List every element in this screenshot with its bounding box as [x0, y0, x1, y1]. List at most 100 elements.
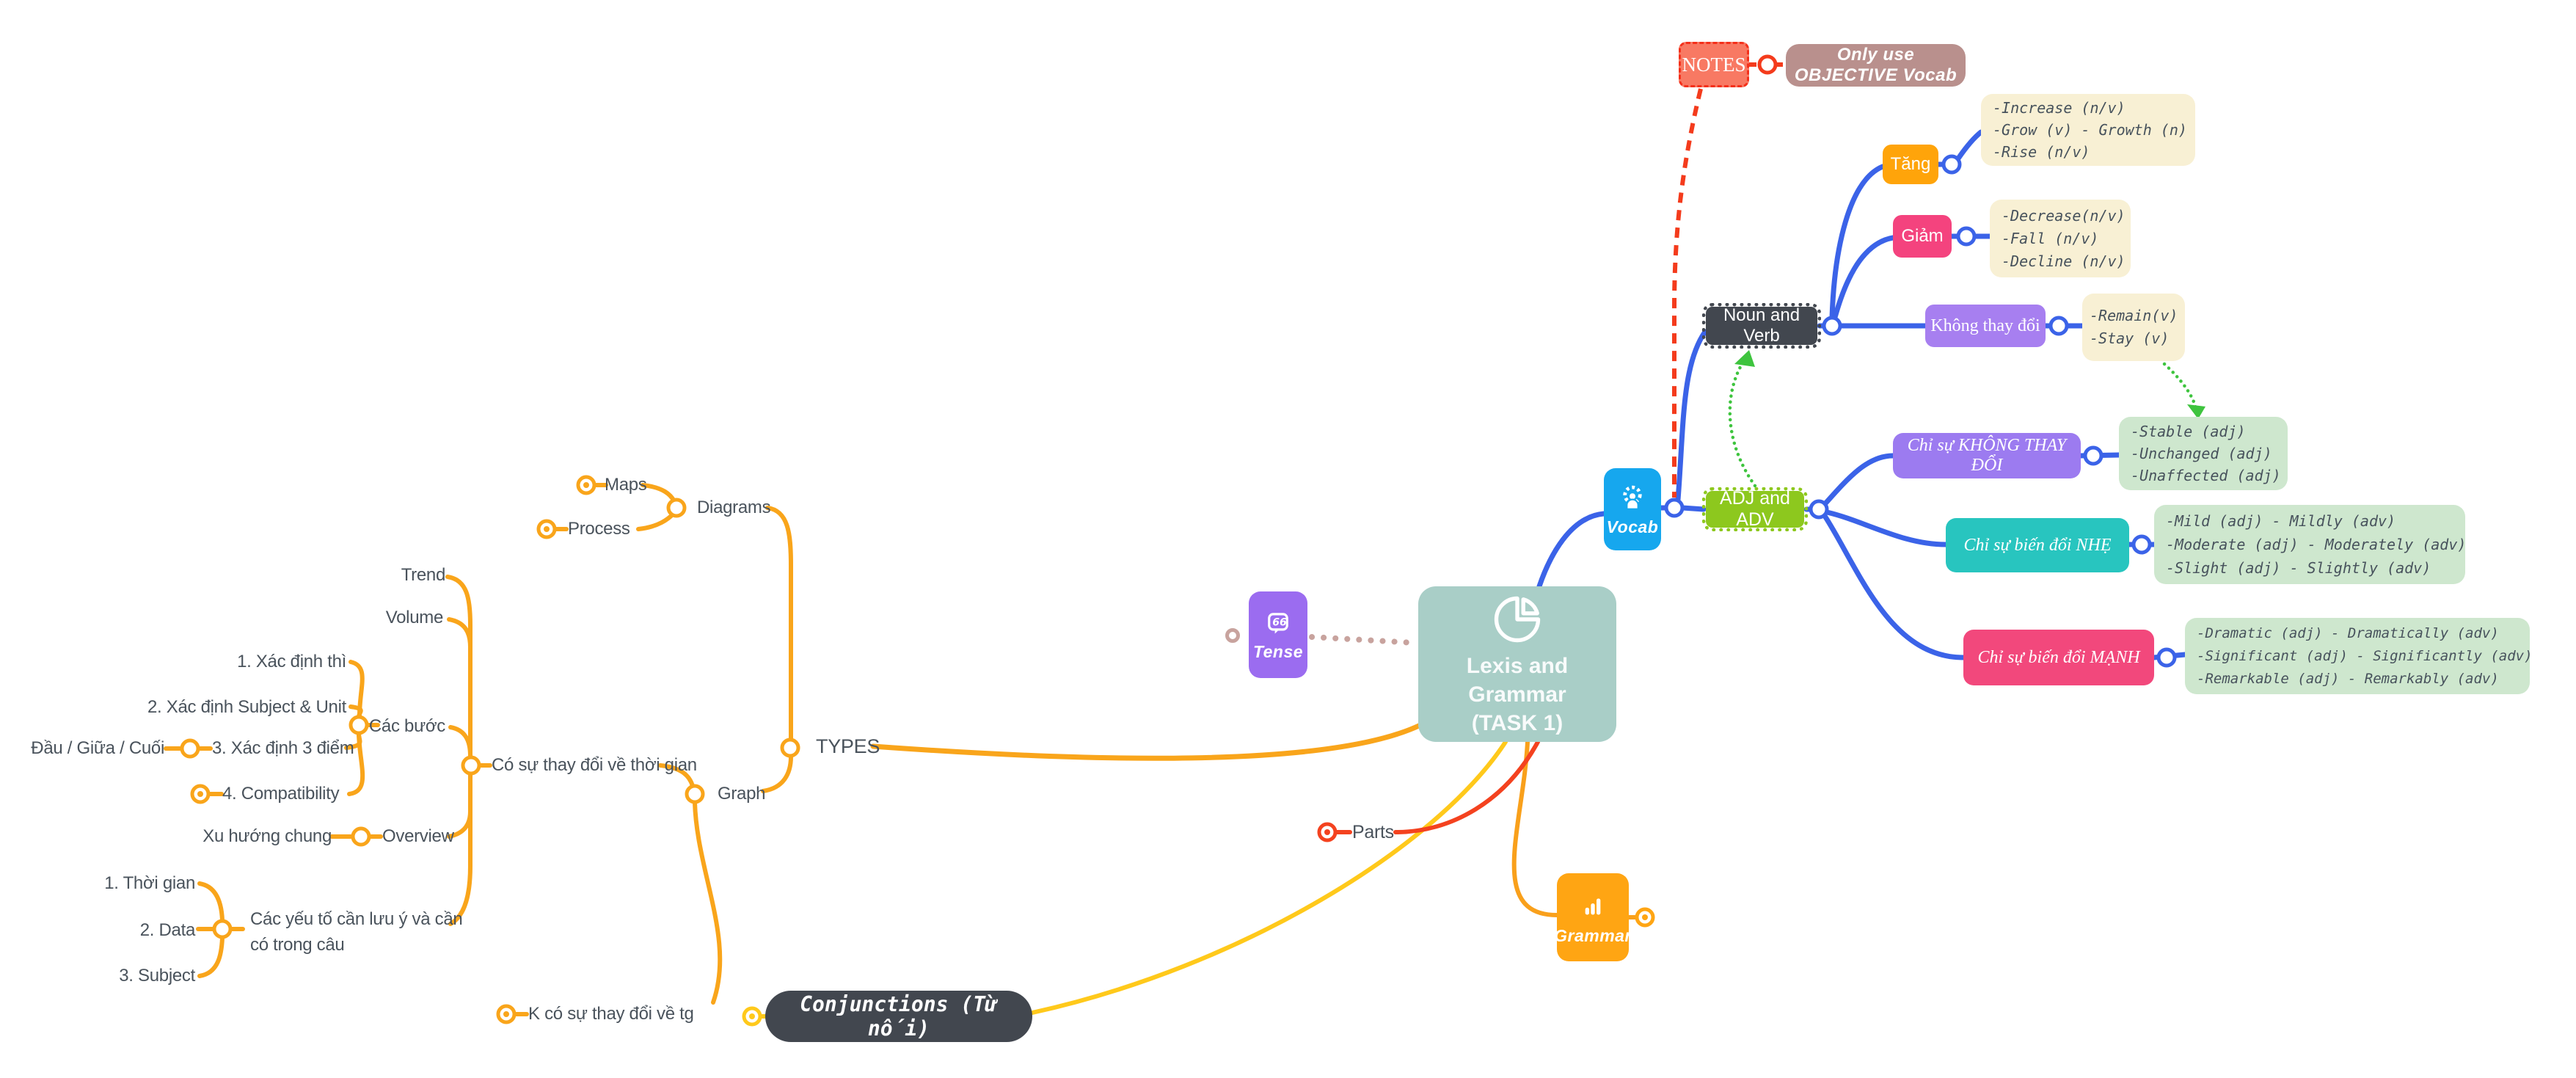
khong-thay-doi-label: Không thay đổi	[1930, 316, 2040, 335]
vocab-line: -Stable (adj)	[2131, 423, 2246, 440]
vocab-line: -Grow (v) - Growth (n)	[1993, 121, 2187, 139]
connector-notes[interactable]	[1757, 54, 1778, 75]
label-step1[interactable]: 1. Xác định thì	[237, 652, 346, 671]
vocab-line: -Slight (adj) - Slightly (adv)	[2166, 559, 2431, 577]
label-overview[interactable]: Overview	[382, 826, 454, 846]
label-graph[interactable]: Graph	[718, 784, 766, 804]
label-step4[interactable]: 4. Compatibility	[222, 784, 340, 804]
vocab-line: -Fall (n/v)	[2002, 229, 2099, 247]
objective-vocab-node[interactable]: Only use OBJECTIVE Vocab	[1786, 44, 1966, 87]
giam-label: Giảm	[1901, 226, 1944, 246]
label-step2[interactable]: 2. Xác định Subject & Unit	[147, 697, 346, 717]
label-parts[interactable]: Parts	[1352, 822, 1394, 842]
connector-tang[interactable]	[1941, 154, 1962, 175]
label-k-co-su-thay-doi[interactable]: K có sự thay đổi về tg	[528, 1004, 694, 1024]
giam-vocab-box[interactable]: -Decrease(n/v) -Fall (n/v) -Decline (n/v…	[1990, 200, 2131, 277]
connector-maps[interactable]	[576, 475, 596, 495]
vocab-line: -Increase (n/v)	[1993, 99, 2126, 117]
label-xu-huong-chung[interactable]: Xu hướng chung	[202, 826, 332, 846]
conjunctions-label: Conjunctions (Từ nối)	[800, 992, 998, 1041]
label-maps[interactable]: Maps	[605, 475, 647, 495]
connector-noun-verb[interactable]	[1822, 316, 1842, 336]
label-process[interactable]: Process	[568, 519, 630, 539]
giam-node[interactable]: Giảm	[1893, 215, 1952, 258]
label-step3[interactable]: 3. Xác định 3 điểm	[212, 738, 354, 758]
adj-adv-label: ADJ and ADV	[1720, 488, 1790, 530]
nhe-vocab-box[interactable]: -Mild (adj) - Mildly (adv) -Moderate (ad…	[2154, 505, 2467, 584]
connector-diagrams[interactable]	[666, 498, 687, 518]
tang-vocab-box[interactable]: -Increase (n/v) -Grow (v) - Growth (n) -…	[1981, 94, 2195, 166]
tang-label: Tăng	[1890, 154, 1931, 174]
label-diagrams[interactable]: Diagrams	[697, 498, 771, 517]
central-node[interactable]: Lexis and Grammar (TASK 1)	[1418, 586, 1616, 742]
label-volume[interactable]: Volume	[385, 608, 444, 627]
label-types[interactable]: TYPES	[816, 735, 880, 757]
connector-k-co-su[interactable]	[496, 1004, 517, 1024]
label-subject3[interactable]: 3. Subject	[119, 966, 195, 986]
notes-node[interactable]: NOTES	[1679, 42, 1749, 87]
connector-grammar[interactable]	[1635, 907, 1655, 928]
manh-vocab-box[interactable]: -Dramatic (adj) - Dramatically (adv) -Si…	[2185, 618, 2533, 694]
vocab-line: -Moderate (adj) - Moderately (adv)	[2166, 536, 2467, 553]
khong-thay-doi-node[interactable]: Không thay đổi	[1925, 305, 2046, 347]
label-data2[interactable]: 2. Data	[139, 920, 196, 940]
grammar-node[interactable]: Grammar	[1554, 873, 1632, 961]
chi-su-bien-doi-manh-label: Chỉ sự biến đổi MẠNH	[1977, 647, 2140, 667]
khong-thay-doi-vocab-box[interactable]: -Remain(v) -Stay (v)	[2082, 294, 2185, 361]
label-cac-buoc[interactable]: Các bước	[368, 716, 445, 736]
connector-vocab[interactable]	[1664, 498, 1685, 518]
green-arrowhead-up	[1734, 350, 1755, 367]
bar-chart-icon	[1585, 897, 1601, 914]
adj-adv-node[interactable]: ADJ and ADV	[1702, 487, 1808, 531]
vocab-line: -Stay (v)	[2090, 329, 2170, 347]
connector-process[interactable]	[536, 519, 557, 539]
noun-verb-node[interactable]: Noun and Verb	[1702, 303, 1821, 349]
connector-cac-yeu-to[interactable]	[212, 919, 233, 939]
vocab-person-gear-icon	[1623, 485, 1642, 510]
chi-su-khong-thay-doi-node[interactable]: Chỉ sự KHÔNG THAY ĐỔI	[1893, 433, 2081, 478]
connector-overview[interactable]	[351, 826, 371, 847]
label-co-su-thay-doi[interactable]: Có sự thay đổi về thời gian	[492, 755, 697, 775]
connector-conjunctions[interactable]	[742, 1006, 762, 1027]
grammar-label: Grammar	[1554, 925, 1632, 945]
pie-chart-icon	[1494, 596, 1541, 642]
tang-node[interactable]: Tăng	[1883, 145, 1938, 184]
label-trend[interactable]: Trend	[401, 565, 446, 585]
connector-types[interactable]	[780, 738, 800, 758]
connector-graph[interactable]	[685, 784, 705, 804]
chi-su-bien-doi-nhe-label: Chỉ sự biến đổi NHẸ	[1963, 535, 2112, 555]
stable-vocab-box[interactable]: -Stable (adj) -Unchanged (adj) -Unaffect…	[2119, 417, 2288, 490]
connector-parts[interactable]	[1317, 822, 1338, 842]
connector-tense[interactable]	[1225, 628, 1240, 643]
conjunctions-node[interactable]: Conjunctions (Từ nối)	[765, 991, 1032, 1042]
noun-verb-label: Noun and Verb	[1723, 305, 1800, 346]
objective-vocab-label: Only use OBJECTIVE Vocab	[1794, 45, 1957, 85]
vocab-label: Vocab	[1606, 517, 1659, 536]
tense-label: Tense	[1252, 641, 1304, 661]
vocab-line: -Mild (adj) - Mildly (adv)	[2166, 512, 2396, 530]
vocab-line: -Unaffected (adj)	[2131, 467, 2281, 484]
vocab-node[interactable]: Vocab	[1604, 468, 1661, 550]
quote-bubble-icon: 66	[1268, 612, 1288, 633]
tense-node[interactable]: 66 Tense	[1249, 591, 1307, 678]
connector-chi-su-nhe[interactable]	[2131, 534, 2152, 555]
connector-step4[interactable]	[190, 784, 211, 804]
connector-adj-adv[interactable]	[1809, 499, 1829, 520]
connector-khong-thay-doi[interactable]	[2048, 316, 2069, 336]
label-dau-giua-cuoi[interactable]: Đầu / Giữa / Cuối	[31, 738, 164, 758]
connector-dau-giua-cuoi[interactable]	[180, 738, 200, 759]
connector-chi-su-manh[interactable]	[2156, 647, 2177, 668]
label-cac-yeu-to[interactable]: Các yếu tố cần lưu ý và cần có trong câu	[250, 909, 463, 955]
vocab-line: -Dramatic (adj) - Dramatically (adv)	[2197, 624, 2499, 641]
vocab-line: -Unchanged (adj)	[2131, 445, 2272, 462]
connector-cac-buoc[interactable]	[349, 715, 369, 735]
vocab-line: -Decrease(n/v)	[2002, 206, 2126, 225]
connector-chi-su-ktd[interactable]	[2083, 445, 2104, 466]
label-time1[interactable]: 1. Thời gian	[104, 873, 195, 893]
notes-label: NOTES	[1682, 53, 1746, 76]
chi-su-bien-doi-nhe-node[interactable]: Chỉ sự biến đổi NHẸ	[1946, 518, 2129, 572]
connector-giam[interactable]	[1956, 226, 1977, 247]
chi-su-bien-doi-manh-node[interactable]: Chỉ sự biến đổi MẠNH	[1963, 630, 2154, 685]
connector-co-su-thay-doi[interactable]	[461, 755, 481, 776]
